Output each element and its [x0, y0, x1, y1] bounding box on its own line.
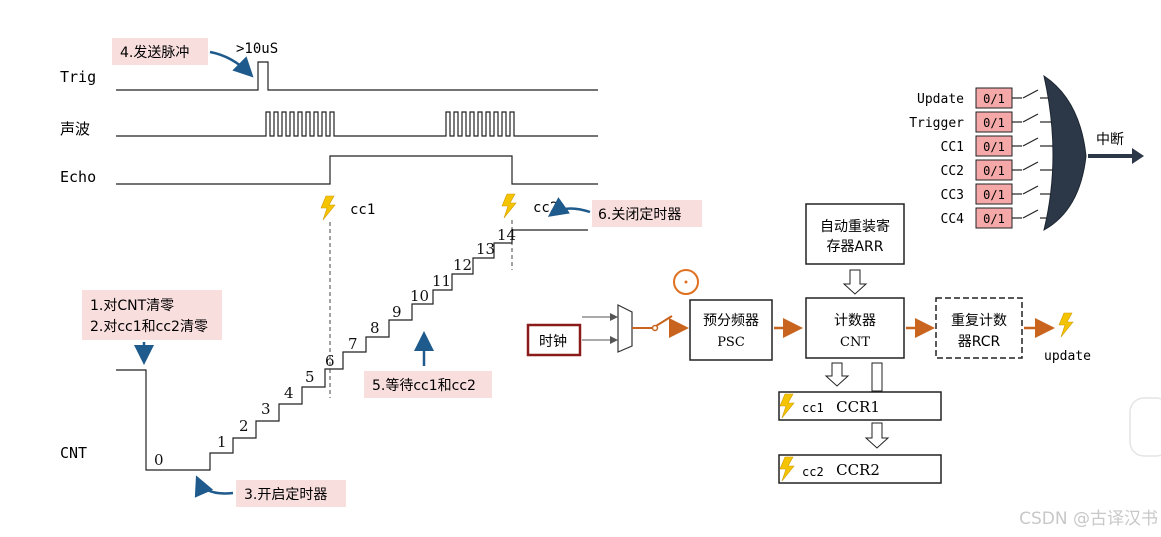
int-flag-cc4: 0/1: [983, 212, 1005, 226]
interrupt-sources: Update Trigger CC1 CC2 CC3 CC4: [909, 92, 964, 227]
note-step1-2: 1.对CNT清零 2.对cc1和cc2清零: [82, 290, 222, 340]
note-step3-arrow: [194, 475, 234, 498]
arr-to-cnt-arrow: [842, 269, 868, 295]
svg-text:4.发送脉冲: 4.发送脉冲: [120, 45, 189, 61]
svg-text:器RCR: 器RCR: [958, 334, 1001, 350]
cnt-to-ccr-bus: [871, 362, 883, 392]
cnt-staircase: [116, 229, 588, 471]
switch-control-icon: [673, 269, 699, 295]
arr-box: 自动重装寄 存器ARR: [805, 203, 905, 265]
note-step3: 3.开启定时器: [236, 480, 346, 507]
cnt-step-7: 7: [348, 335, 358, 353]
interrupt-enable-switches: [1012, 89, 1054, 219]
trig-waveform: [116, 61, 598, 91]
cnt-step-5: 5: [305, 368, 315, 386]
svg-text:5.等待cc1和cc2: 5.等待cc1和cc2: [372, 377, 476, 394]
cnt-step-0: 0: [154, 451, 164, 469]
int-flag-trigger: 0/1: [983, 116, 1005, 130]
rcr-box: 重复计数 器RCR: [935, 297, 1023, 359]
int-source-cc4: CC4: [941, 212, 965, 227]
edge-widget: [1129, 397, 1161, 457]
note-step4: 4.发送脉冲: [112, 38, 208, 65]
int-flag-cc2: 0/1: [983, 164, 1005, 178]
echo-waveform: [116, 155, 598, 185]
update-label: update: [1044, 349, 1091, 364]
svg-text:时钟: 时钟: [539, 333, 567, 350]
ccr1-to-ccr2-arrow: [864, 422, 890, 449]
note-step6-arrow: [547, 197, 591, 217]
psc-box: 预分频器 PSC: [689, 299, 773, 361]
trig-label: Trig: [60, 68, 96, 86]
note-step5: 5.等待cc1和cc2: [364, 371, 492, 398]
svg-text:计数器: 计数器: [834, 313, 876, 329]
svg-text:cc1: cc1: [802, 401, 824, 415]
svg-text:6.关闭定时器: 6.关闭定时器: [598, 207, 681, 223]
int-source-trigger: Trigger: [909, 116, 964, 131]
sound-wave: [116, 111, 598, 137]
ccr1-box: CCR1 cc1: [778, 391, 942, 421]
cnt-step-10: 10: [410, 287, 429, 305]
interrupt-flags: 0/1 0/1 0/1 0/1 0/1 0/1: [975, 87, 1013, 229]
or-gate: [1043, 74, 1087, 231]
cnt-step-2: 2: [239, 417, 249, 435]
cnt-step-14: 14: [497, 226, 516, 244]
cnt-step-4: 4: [284, 384, 294, 402]
svg-text:预分频器: 预分频器: [703, 313, 759, 329]
note-step6: 6.关闭定时器: [592, 200, 702, 227]
cnt-label: CNT: [60, 444, 87, 462]
cnt-step-1: 1: [217, 433, 227, 451]
svg-text:CNT: CNT: [840, 335, 870, 350]
cc2-bolt-icon: [501, 193, 517, 219]
clock-mux: [617, 304, 633, 353]
switch-control-dot: [684, 280, 688, 284]
int-flag-cc1: 0/1: [983, 140, 1005, 154]
cnt-step-13: 13: [476, 240, 495, 258]
svg-text:存器ARR: 存器ARR: [826, 239, 883, 255]
int-source-cc2: CC2: [941, 164, 964, 179]
clock-switch-lever: [655, 315, 673, 327]
clock-switch-contact: [651, 324, 659, 332]
svg-text:重复计数: 重复计数: [951, 312, 1007, 329]
note-step4-arrow: [209, 50, 254, 78]
cnt-step-6: 6: [325, 352, 335, 370]
interrupt-output-arrowhead: [1132, 148, 1144, 164]
wave-label: 声波: [60, 120, 90, 138]
cnt-step-8: 8: [370, 319, 380, 337]
interrupt-output-label: 中断: [1096, 132, 1124, 148]
svg-text:3.开启定时器: 3.开启定时器: [244, 487, 327, 503]
svg-text:cc2: cc2: [802, 465, 824, 479]
ccr2-box: CCR2 cc2: [778, 454, 942, 484]
clock-box: 时钟: [526, 323, 582, 357]
svg-text:PSC: PSC: [717, 335, 745, 350]
cnt-step-3: 3: [261, 400, 271, 418]
cnt-step-9: 9: [392, 303, 402, 321]
svg-text:CCR2: CCR2: [836, 461, 880, 479]
int-source-update: Update: [917, 92, 964, 107]
pulse-width-label: >10uS: [236, 41, 278, 57]
watermark: CSDN @古译汉书: [1019, 509, 1158, 529]
svg-text:自动重装寄: 自动重装寄: [820, 218, 890, 235]
svg-text:1.对CNT清零: 1.对CNT清零: [90, 298, 174, 314]
int-source-cc3: CC3: [941, 188, 964, 203]
svg-text:2.对cc1和cc2清零: 2.对cc1和cc2清零: [90, 319, 208, 335]
svg-text:CCR1: CCR1: [836, 398, 880, 416]
cnt-to-ccr1-arrow: [824, 362, 850, 387]
int-source-cc1: CC1: [941, 140, 964, 155]
update-bolt-icon: [1058, 312, 1074, 338]
int-flag-cc3: 0/1: [983, 188, 1005, 202]
cnt-step-12: 12: [453, 256, 472, 274]
cc1-bolt-icon: [320, 195, 336, 221]
cnt-box: 计数器 CNT: [805, 297, 905, 359]
cnt-step-11: 11: [432, 272, 451, 290]
cc1-label: cc1: [350, 202, 375, 218]
int-flag-update: 0/1: [983, 92, 1005, 106]
echo-label: Echo: [60, 168, 96, 186]
